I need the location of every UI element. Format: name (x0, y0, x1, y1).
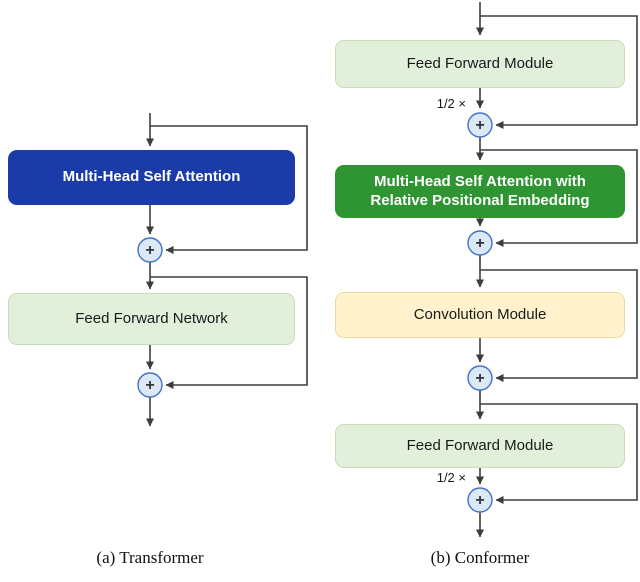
conformer-add-node-4: + (467, 487, 493, 513)
half-scale-label-top: 1/2 × (436, 96, 466, 111)
plus-icon: + (475, 235, 484, 252)
transformer-skip-line-1 (150, 125, 308, 254)
transformer-add-node-2: + (137, 372, 163, 398)
add-node-circle (467, 112, 493, 138)
plus-icon: + (475, 117, 484, 134)
conformer-skip-line-3 (480, 269, 638, 382)
add-node-circle (467, 487, 493, 513)
transformer-add-node-1: + (137, 237, 163, 263)
transformer-skip-line-2 (150, 276, 308, 389)
half-scale-label-bottom: 1/2 × (436, 470, 466, 485)
conformer-mhsa-label-line2: Relative Positional Embedding (370, 191, 590, 209)
conformer-skip-line-1 (480, 15, 638, 129)
conformer-multi-head-self-attention-block: Multi-Head Self Attention with Relative … (335, 165, 625, 218)
add-node-circle (467, 230, 493, 256)
add-node-circle (467, 365, 493, 391)
plus-icon: + (145, 377, 154, 394)
conformer-skip-line-2 (480, 149, 638, 247)
caption-conformer: (b) Conformer (430, 548, 530, 567)
conformer-skip-line-4 (480, 403, 638, 504)
add-node-circle (137, 237, 163, 263)
plus-icon: + (475, 492, 484, 509)
conformer-add-node-1: + (467, 112, 493, 138)
conformer-add-node-2: + (467, 230, 493, 256)
transformer-feed-forward-network-block: Feed Forward Network (8, 293, 295, 345)
conformer-mhsa-label: Multi-Head Self Attention with Relative … (370, 173, 589, 211)
caption-transformer: (a) Transformer (96, 548, 204, 567)
transformer-multi-head-self-attention-block: Multi-Head Self Attention (8, 150, 295, 205)
conformer-feed-forward-module-1-block: Feed Forward Module (335, 40, 625, 88)
add-node-circle (137, 372, 163, 398)
plus-icon: + (475, 370, 484, 387)
conformer-feed-forward-module-2-block: Feed Forward Module (335, 424, 625, 468)
conformer-add-node-3: + (467, 365, 493, 391)
conformer-convolution-module-block: Convolution Module (335, 292, 625, 338)
conformer-mhsa-label-line1: Multi-Head Self Attention with (374, 172, 586, 190)
plus-icon: + (145, 242, 154, 259)
